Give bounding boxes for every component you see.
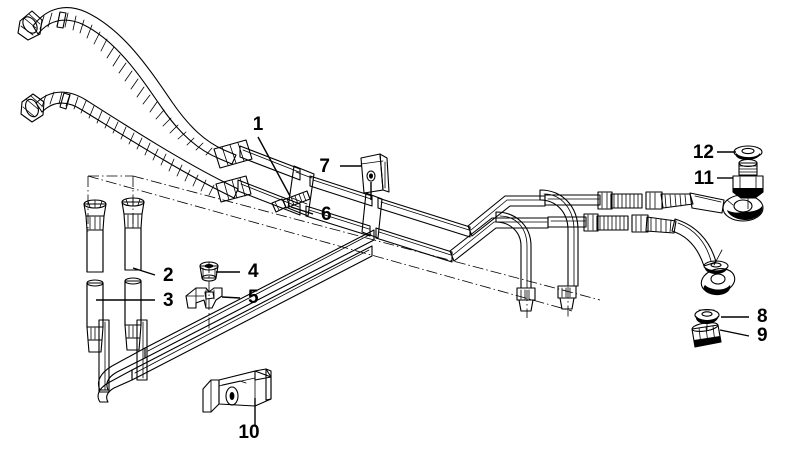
vertical-drop-pipe-right <box>539 189 579 310</box>
lower-flexible-hose[interactable] <box>86 277 142 353</box>
hose-nut-lower <box>20 93 45 123</box>
pipe-union-sleeve <box>213 139 253 203</box>
pipe-mounting-bracket[interactable] <box>202 368 272 413</box>
banjo-eye-lower <box>700 268 736 296</box>
callout-label-1[interactable]: 1 <box>253 114 264 135</box>
leader-2 <box>132 267 156 276</box>
hose-upper-sbend <box>17 7 237 165</box>
leader-9 <box>719 329 750 337</box>
callout-label-3[interactable]: 3 <box>163 290 174 311</box>
sealing-washer-inplace <box>703 249 729 274</box>
callout-label-9[interactable]: 9 <box>757 325 768 346</box>
callout-label-7[interactable]: 7 <box>319 156 330 177</box>
hose-nut-upper <box>17 10 43 41</box>
pipe-collar <box>287 165 315 217</box>
pipe-collar-2 <box>361 192 383 239</box>
construction-lines <box>87 175 601 330</box>
leader-1 <box>257 136 291 197</box>
callout-label-6[interactable]: 6 <box>321 204 332 225</box>
bracket-holder[interactable] <box>360 153 390 194</box>
callout-label-2[interactable]: 2 <box>163 265 174 286</box>
rubber-grommet[interactable] <box>199 261 219 282</box>
banjo-bolt-upper[interactable] <box>732 158 764 215</box>
vertical-drop-pipe-left <box>495 211 536 312</box>
right-lower-hose-assembly <box>547 213 736 296</box>
sealing-washer-upper[interactable] <box>733 145 763 160</box>
banjo-bolt-lower[interactable] <box>691 321 722 348</box>
callout-label-12[interactable]: 12 <box>693 142 714 163</box>
callout-numbers: 1 2 3 4 5 6 7 8 9 10 11 12 <box>163 114 768 443</box>
pipe-retaining-clip[interactable] <box>185 287 223 309</box>
leader-6 <box>290 206 314 215</box>
mounting-screw[interactable] <box>271 190 311 213</box>
leader-5 <box>221 296 241 299</box>
hose-lower-sbend <box>20 91 239 199</box>
banjo-eye-upper <box>722 194 764 222</box>
sealing-washer-lower[interactable] <box>694 308 720 325</box>
callout-label-8[interactable]: 8 <box>757 306 768 327</box>
callout-label-11[interactable]: 11 <box>694 168 715 189</box>
callout-label-5[interactable]: 5 <box>248 287 259 308</box>
callout-leaders <box>96 136 750 425</box>
callout-label-10[interactable]: 10 <box>238 422 259 443</box>
upper-flexible-hose[interactable] <box>83 197 145 273</box>
callout-label-4[interactable]: 4 <box>248 261 259 282</box>
